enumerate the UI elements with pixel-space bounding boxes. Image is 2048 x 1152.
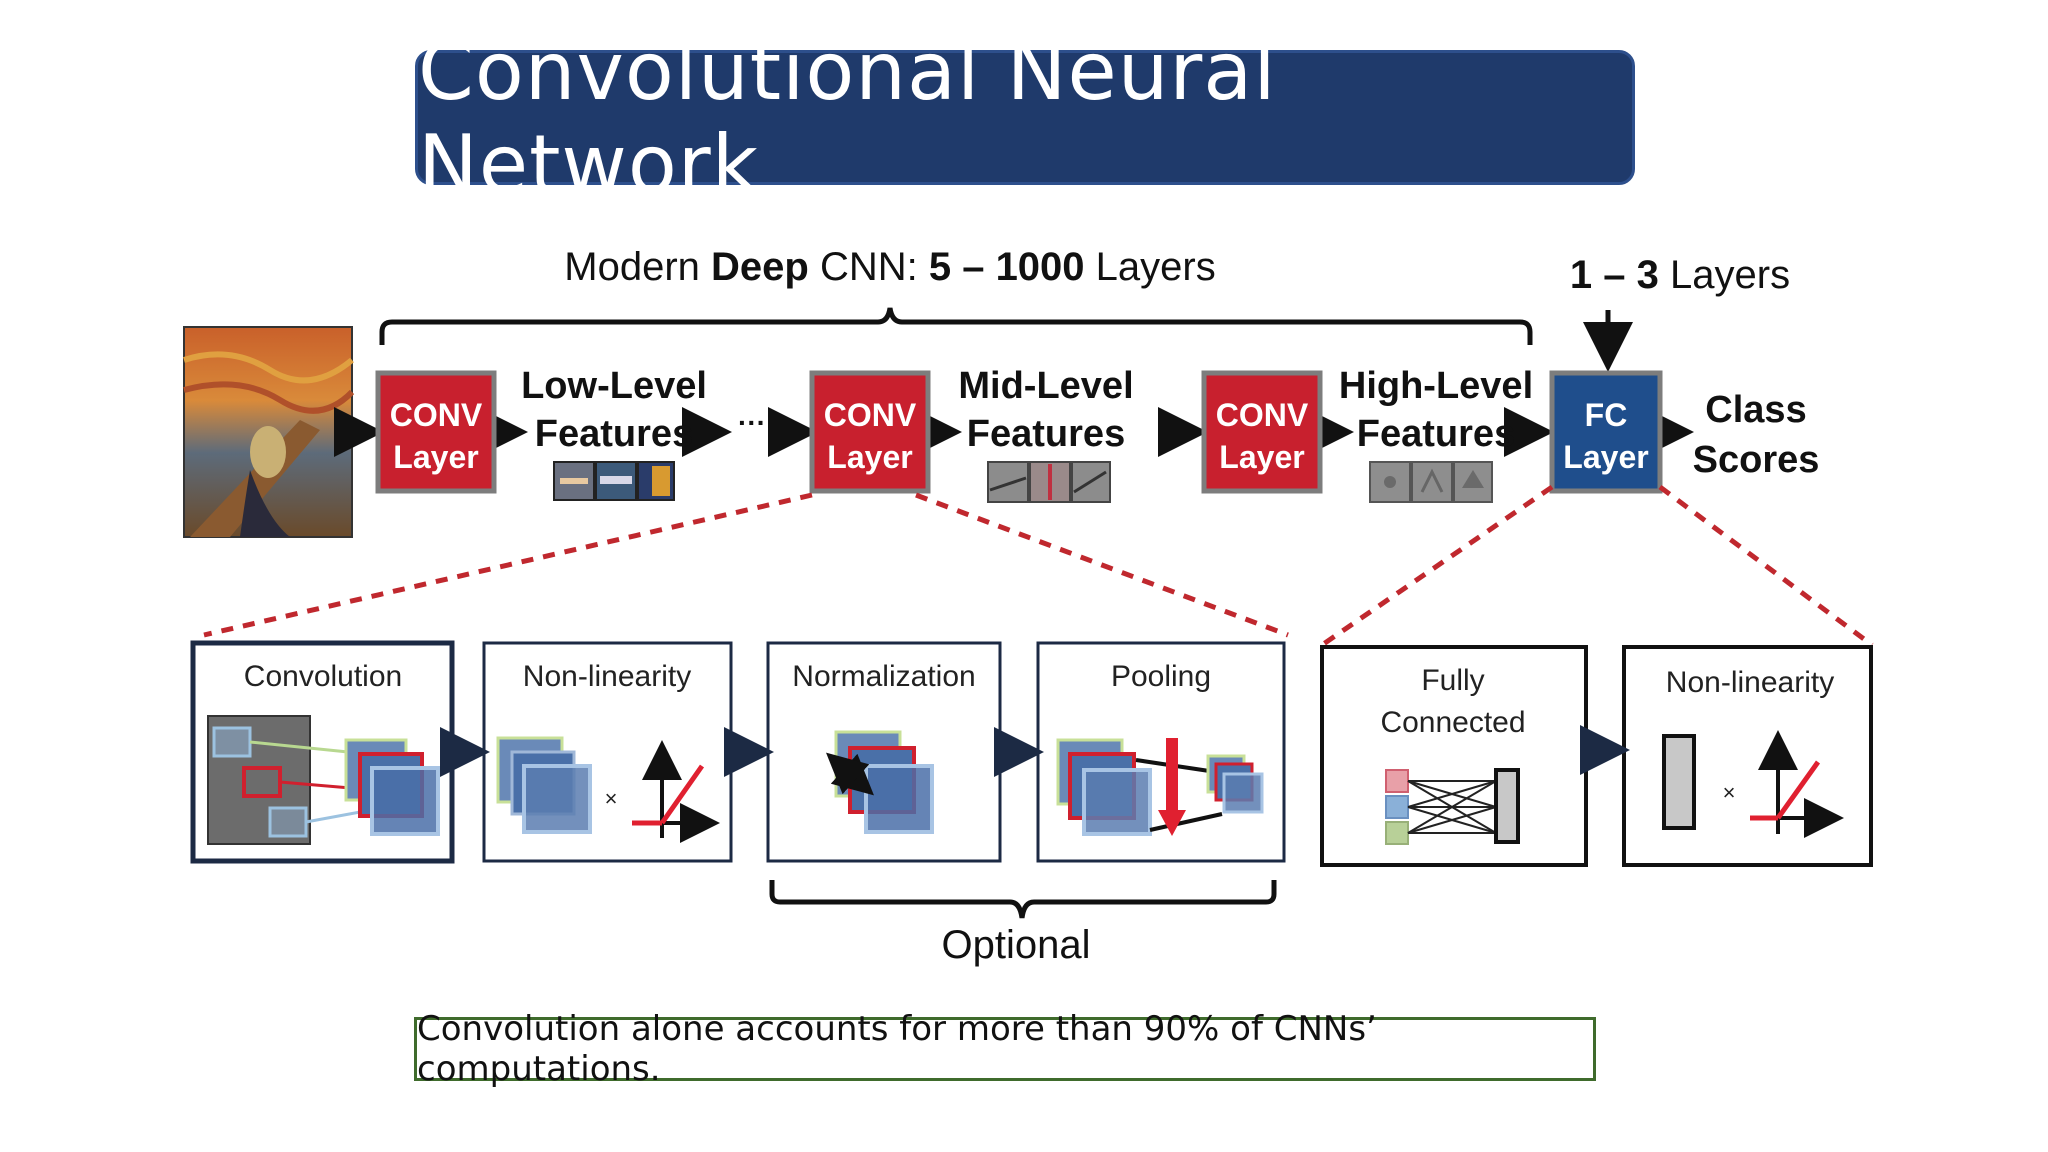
ellipsis: ··· — [738, 407, 766, 438]
deep-cnn-label: Modern Deep CNN: 5 – 1000 Layers — [564, 245, 1215, 289]
svg-text:Non-linearity: Non-linearity — [1666, 666, 1834, 699]
svg-text:×: × — [1723, 780, 1736, 805]
svg-text:Connected: Connected — [1380, 706, 1525, 739]
stage-fully-connected: Fully Connected — [1320, 645, 1588, 867]
input-image — [183, 326, 355, 538]
svg-text:CONV: CONV — [1216, 397, 1309, 433]
stage-nonlinearity-fc: Non-linearity × — [1622, 645, 1873, 867]
svg-text:CONV: CONV — [390, 397, 483, 433]
svg-text:Layer: Layer — [827, 439, 912, 475]
class-scores-label-1: Class — [1705, 389, 1806, 431]
svg-text:Normalization: Normalization — [792, 660, 975, 693]
svg-text:Non-linearity: Non-linearity — [523, 660, 691, 693]
mid-level-thumbnails — [987, 461, 1111, 503]
svg-text:Layer: Layer — [1563, 439, 1648, 475]
stage-arrows — [440, 725, 1630, 777]
svg-text:Convolution: Convolution — [244, 660, 402, 693]
stage-pooling: Pooling — [1036, 641, 1286, 863]
low-level-thumbnails — [553, 461, 675, 501]
high-level-label-2: Features — [1357, 413, 1515, 455]
stage-normalization: Normalization — [766, 641, 1002, 863]
low-level-label-2: Features — [535, 413, 693, 455]
deep-brace — [379, 307, 1533, 345]
conv-layer-1: CONV Layer — [375, 370, 497, 494]
slide-title: Convolutional Neural Network — [418, 24, 1277, 211]
optional-brace — [769, 880, 1277, 919]
stage-nonlinearity: Non-linearity × — [482, 641, 733, 863]
footer-note-box: Convolution alone accounts for more than… — [414, 1009, 1596, 1089]
svg-text:Layer: Layer — [393, 439, 478, 475]
svg-text:×: × — [605, 786, 618, 811]
title-banner: Convolutional Neural Network — [415, 25, 1635, 211]
expansion-dashes — [203, 484, 1874, 648]
low-level-label-1: Low-Level — [521, 365, 707, 407]
svg-text:Fully: Fully — [1421, 664, 1484, 697]
conv-layer-3: CONV Layer — [1201, 370, 1323, 494]
mid-level-label-1: Mid-Level — [958, 365, 1133, 407]
high-level-label-1: High-Level — [1339, 365, 1533, 407]
mid-level-label-2: Features — [967, 413, 1125, 455]
stage-convolution: Convolution — [190, 640, 455, 864]
class-scores-label-2: Scores — [1693, 439, 1820, 481]
conv-layer-2: CONV Layer — [809, 370, 931, 494]
svg-text:FC: FC — [1585, 397, 1628, 433]
high-level-thumbnails — [1369, 461, 1493, 503]
svg-text:Pooling: Pooling — [1111, 660, 1211, 693]
optional-label: Optional — [942, 923, 1091, 967]
svg-text:Layer: Layer — [1219, 439, 1304, 475]
footer-note: Convolution alone accounts for more than… — [417, 1009, 1377, 1089]
fc-layers-label: 1 – 3 Layers — [1570, 253, 1790, 297]
fc-layer: FC Layer — [1549, 370, 1663, 494]
svg-text:CONV: CONV — [824, 397, 917, 433]
